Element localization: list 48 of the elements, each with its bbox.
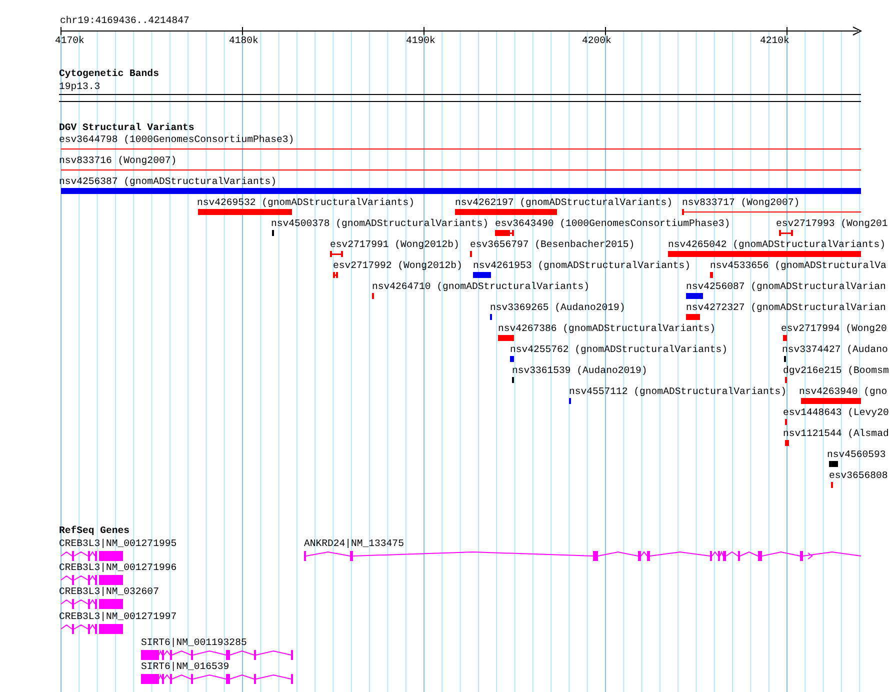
variant-label: nsv4267386 (gnomADStructuralVariants) xyxy=(498,323,716,335)
axis-tick-label: 4180k xyxy=(229,35,258,47)
variant-label: nsv4255762 (gnomADStructuralVariants) xyxy=(510,344,728,356)
variant-label: nsv4256087 (gnomADStructuralVarian xyxy=(686,281,886,293)
gene-label: SIRT6|NM_001193285 xyxy=(141,637,247,649)
track-title: Cytogenetic Bands xyxy=(59,68,159,80)
variant-label: nsv4261953 (gnomADStructuralVariants) xyxy=(473,260,691,272)
axis-tick-label: 4170k xyxy=(55,35,84,47)
gene-label: ANKRD24|NM_133475 xyxy=(304,538,404,550)
variant-label: nsv4557112 (gnomADStructuralVariants) xyxy=(569,386,787,398)
variant-label: esv2717994 (Wong20 xyxy=(781,323,887,335)
gene-label: CREB3L3|NM_001271997 xyxy=(59,611,177,623)
gene-label: CREB3L3|NM_032607 xyxy=(59,586,159,598)
gene-label: CREB3L3|NM_001271995 xyxy=(59,538,177,550)
variant-label: nsv3361539 (Audano2019) xyxy=(512,365,648,377)
variant-label: nsv4265042 (gnomADStructuralVariants) xyxy=(668,239,886,251)
variant-label: nsv833717 (Wong2007) xyxy=(682,197,800,209)
variant-label: esv3644798 (1000GenomesConsortiumPhase3) xyxy=(59,134,294,146)
variant-label: esv2717991 (Wong2012b) xyxy=(330,239,460,251)
variant-label: nsv4256387 (gnomADStructuralVariants) xyxy=(59,176,277,188)
variant-label: nsv4269532 (gnomADStructuralVariants) xyxy=(197,197,415,209)
variant-label: esv3656808 xyxy=(829,470,888,482)
variant-label: esv2717992 (Wong2012b) xyxy=(333,260,462,272)
variant-label: dgv216e215 (Boomsm xyxy=(783,365,889,377)
variant-label: nsv3374427 (Audano xyxy=(782,344,888,356)
variant-label: nsv4560593 xyxy=(827,449,886,461)
gene-label: CREB3L3|NM_001271996 xyxy=(59,562,177,574)
track-title: DGV Structural Variants xyxy=(59,122,194,134)
variant-label: esv1448643 (Levy20 xyxy=(783,407,889,419)
gene-label: SIRT6|NM_016539 xyxy=(141,661,230,673)
variant-label: nsv4500378 (gnomADStructuralVariants) xyxy=(271,218,489,230)
variant-label: nsv4272327 (gnomADStructuralVarian xyxy=(686,302,886,314)
variant-label: nsv4262197 (gnomADStructuralVariants) xyxy=(455,197,673,209)
variant-label: nsv4533656 (gnomADStructuralVa xyxy=(710,260,886,272)
band-label: 19p13.3 xyxy=(59,81,100,93)
variant-label: esv2717993 (Wong201 xyxy=(776,218,888,230)
variant-label: esv3656797 (Besenbacher2015) xyxy=(470,239,635,251)
variant-label: nsv833716 (Wong2007) xyxy=(59,155,177,167)
variant-label: nsv4264710 (gnomADStructuralVariants) xyxy=(372,281,590,293)
axis-tick-label: 4190k xyxy=(406,35,436,47)
variant-label: esv3643490 (1000GenomesConsortiumPhase3) xyxy=(495,218,730,230)
axis-tick-label: 4210k xyxy=(760,35,790,47)
variant-label: nsv3369265 (Audano2019) xyxy=(490,302,626,314)
axis-tick-label: 4200k xyxy=(582,35,612,47)
position-label: chr19:4169436..4214847 xyxy=(60,15,190,27)
variant-label: nsv4263940 (gno xyxy=(799,386,888,398)
track-title: RefSeq Genes xyxy=(59,525,130,537)
variant-label: nsv1121544 (Alsmad xyxy=(783,428,889,440)
